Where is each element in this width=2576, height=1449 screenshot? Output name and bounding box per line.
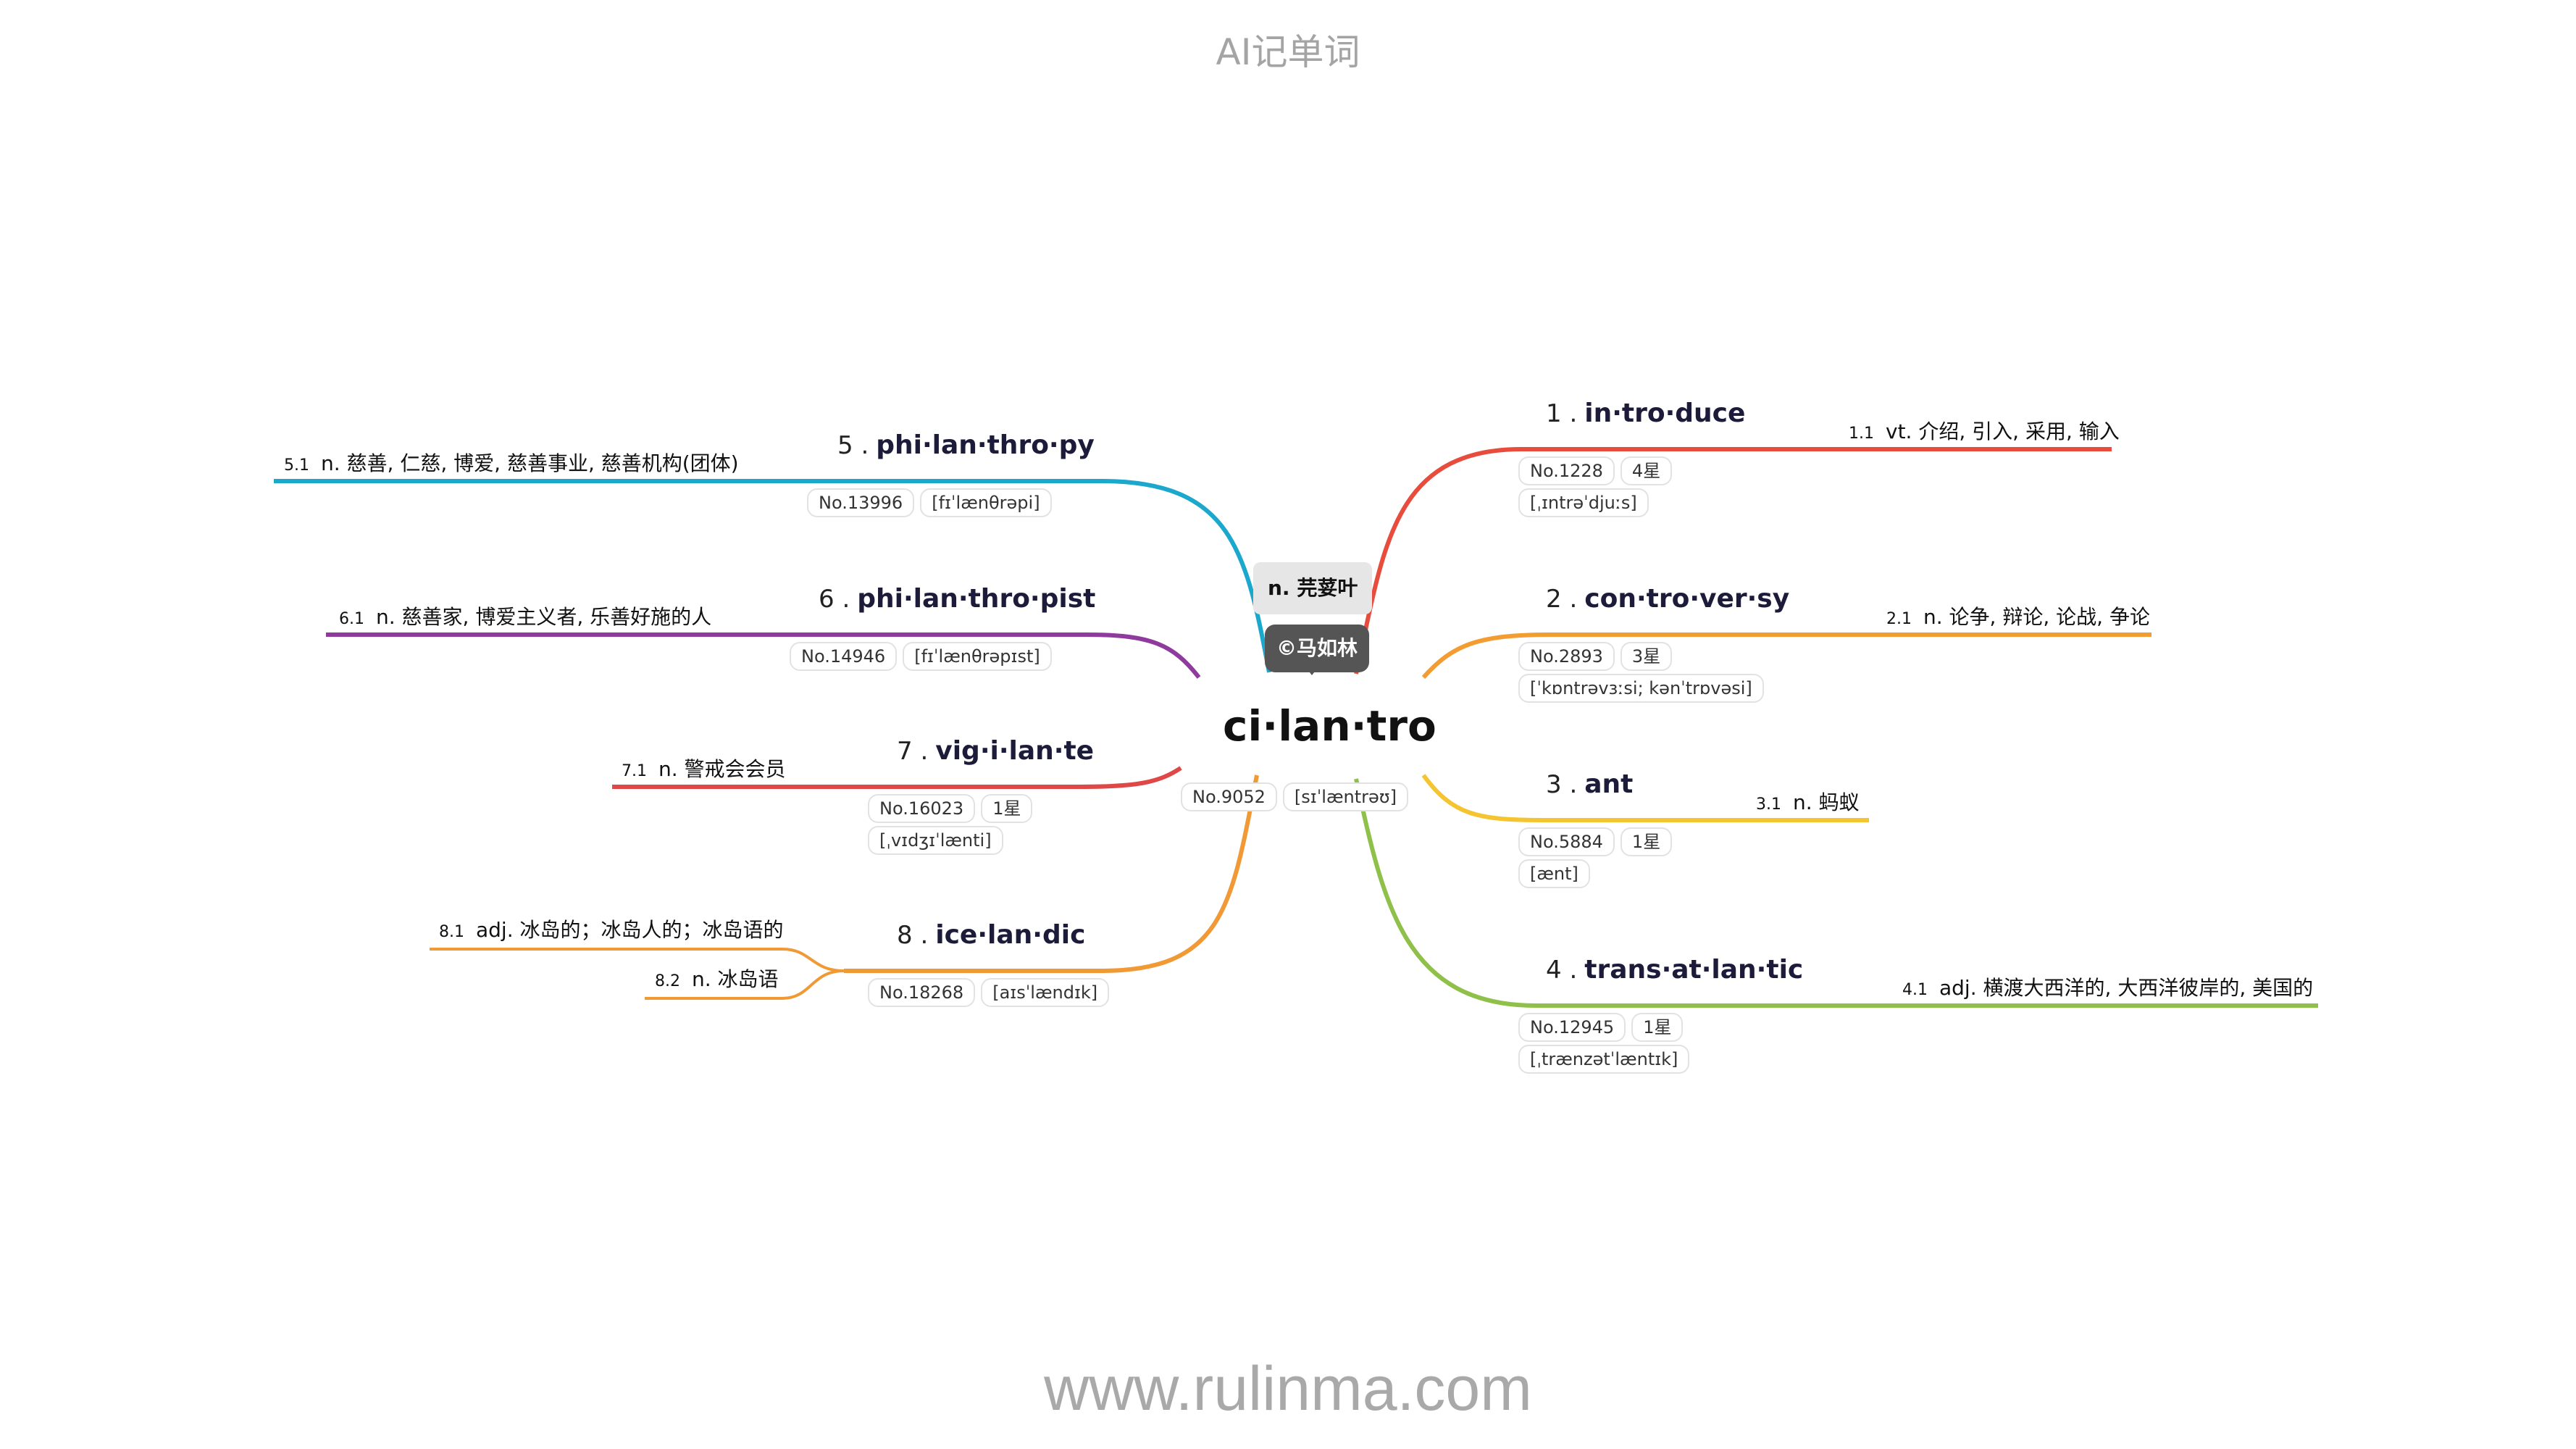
branch-5-id-pill: No.13996 xyxy=(807,488,915,517)
branch-1-node[interactable]: 1 .in·tro·duce xyxy=(1546,398,1745,428)
branch-3-phonetic-row: [ænt] xyxy=(1518,859,1596,888)
branch-5-line xyxy=(274,479,1271,673)
branch-6-word: phi·lan·thro·pist xyxy=(857,584,1096,614)
central-number-pill: No.9052 xyxy=(1181,782,1277,811)
branch-7-word: vig·i·lan·te xyxy=(935,736,1095,766)
branch-2-phonetic-pill: [ˈkɒntrəvɜːsi; kənˈtrɒvəsi] xyxy=(1518,674,1764,703)
branch-8-sub-2 xyxy=(645,969,845,1000)
branch-1-line xyxy=(1354,447,2112,675)
branch-5-word: phi·lan·thro·py xyxy=(876,430,1095,460)
central-meaning-tooltip: n. 芫荽叶 xyxy=(1253,562,1373,614)
branch-4-phonetic-pill: [ˌtrænzətˈlæntɪk] xyxy=(1518,1045,1690,1074)
central-info: No.9052[sɪˈlæntrəʊ] xyxy=(1181,782,1414,811)
watermark-url: www.rulinma.com xyxy=(1044,1354,1532,1424)
branch-1-stars-pill: 4星 xyxy=(1620,456,1673,485)
branch-4-id-pill: No.12945 xyxy=(1518,1013,1626,1042)
branch-4-stars-pill: 1星 xyxy=(1631,1013,1684,1042)
branch-3-node[interactable]: 3 .ant xyxy=(1546,769,1633,799)
branch-6-id-pill: No.14946 xyxy=(790,642,898,671)
branch-1-number: 1 . xyxy=(1546,399,1578,428)
branch-2-node[interactable]: 2 .con·tro·ver·sy xyxy=(1546,584,1789,614)
branch-4-word: trans·at·lan·tic xyxy=(1584,955,1804,985)
branch-2-line xyxy=(1421,632,2151,679)
branch-7-node[interactable]: 7 .vig·i·lan·te xyxy=(897,736,1094,766)
branch-7-line xyxy=(612,766,1182,789)
branch-3-id-pill: No.5884 xyxy=(1518,827,1615,856)
branch-8-word: ice·lan·dic xyxy=(935,920,1086,950)
branch-6-line xyxy=(326,632,1201,679)
branch-4-phonetic-row: [ˌtrænzətˈlæntɪk] xyxy=(1518,1045,1695,1074)
branch-2-word: con·tro·ver·sy xyxy=(1584,584,1790,614)
branch-8-id-pill: No.18268 xyxy=(868,978,976,1007)
branch-3-phonetic-pill: [ænt] xyxy=(1518,859,1590,888)
author-badge: ©马如林 xyxy=(1265,625,1370,672)
branch-1-id-pill: No.1228 xyxy=(1518,456,1615,485)
branch-2-phonetic-row: [ˈkɒntrəvɜːsi; kənˈtrɒvəsi] xyxy=(1518,674,1770,703)
branch-1-phonetic-row: [ˌɪntrəˈdjuːs] xyxy=(1518,488,1655,517)
branch-3-stars-pill: 1星 xyxy=(1620,827,1673,856)
branch-6-phonetic-pill: [fɪˈlænθrəpɪst] xyxy=(903,642,1052,671)
branch-5-node[interactable]: 5 .phi·lan·thro·py xyxy=(837,430,1095,460)
branch-7-stars-pill: 1星 xyxy=(981,794,1033,823)
branch-6-node[interactable]: 6 .phi·lan·thro·pist xyxy=(819,584,1095,614)
branch-5-number: 5 . xyxy=(837,431,869,460)
branch-3-word: ant xyxy=(1584,769,1634,799)
branch-1-word: in·tro·duce xyxy=(1584,398,1746,428)
branch-8-sub-1 xyxy=(430,948,845,972)
branch-2-number: 2 . xyxy=(1546,585,1578,614)
app-title: AI记单词 xyxy=(1216,31,1360,73)
central-phonetic-pill: [sɪˈlæntrəʊ] xyxy=(1282,782,1408,811)
branch-7-number: 7 . xyxy=(897,737,929,766)
branch-2-stars-pill: 3星 xyxy=(1620,642,1673,671)
branch-3-number: 3 . xyxy=(1546,770,1578,799)
branch-4-number: 4 . xyxy=(1546,956,1578,985)
branch-6-info: No.14946[fɪˈlænθrəpɪst] xyxy=(790,642,1058,671)
branch-8-line xyxy=(844,774,1259,973)
central-word[interactable]: ci·lan·tro xyxy=(1223,701,1437,751)
branch-7-phonetic-row: [ˌvɪdʒɪˈlænti] xyxy=(868,826,1009,855)
branch-7-phonetic-pill: [ˌvɪdʒɪˈlænti] xyxy=(868,826,1003,855)
branch-8-node[interactable]: 8 .ice·lan·dic xyxy=(897,920,1085,950)
branch-3-line xyxy=(1421,774,1869,822)
branch-6-number: 6 . xyxy=(819,585,850,614)
branch-7-id-pill: No.16023 xyxy=(868,794,976,823)
branch-5-info: No.13996[fɪˈlænθrəpi] xyxy=(807,488,1058,517)
branch-8-phonetic-pill: [aɪsˈlændɪk] xyxy=(981,978,1110,1007)
branch-8-number: 8 . xyxy=(897,921,929,950)
branch-1-phonetic-pill: [ˌɪntrəˈdjuːs] xyxy=(1518,488,1649,517)
branch-4-line xyxy=(1354,778,2318,1008)
branch-5-phonetic-pill: [fɪˈlænθrəpi] xyxy=(920,488,1052,517)
branch-4-node[interactable]: 4 .trans·at·lan·tic xyxy=(1546,955,1803,985)
branch-2-id-pill: No.2893 xyxy=(1518,642,1615,671)
branch-8-info: No.18268[aɪsˈlændɪk] xyxy=(868,978,1115,1007)
